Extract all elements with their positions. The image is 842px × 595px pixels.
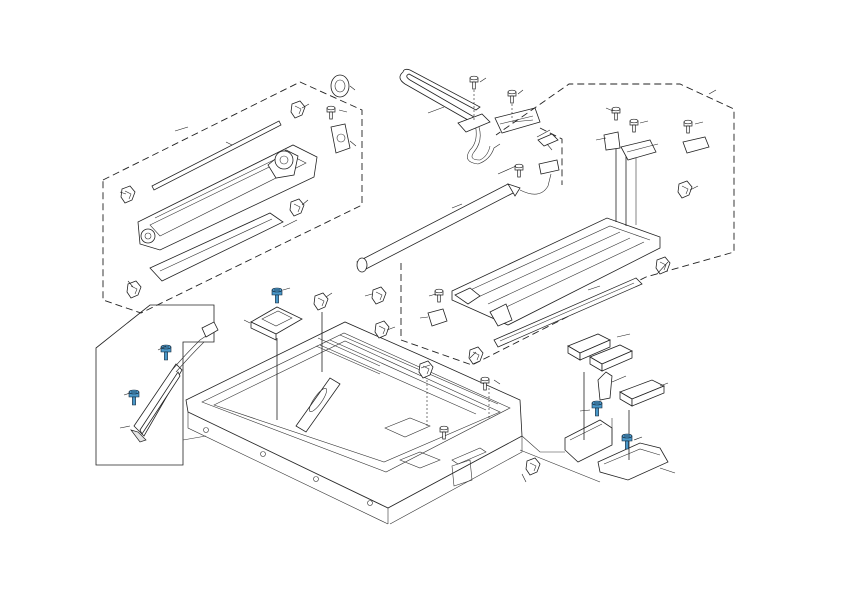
second-scanner-assembly <box>400 83 735 366</box>
rail-bracket-parts <box>519 333 676 483</box>
sensor-bracket-inset <box>95 304 219 466</box>
exposure-lamp-assembly <box>102 74 363 314</box>
wire-harness-assembly <box>356 68 563 273</box>
scanner-frame <box>185 286 541 525</box>
